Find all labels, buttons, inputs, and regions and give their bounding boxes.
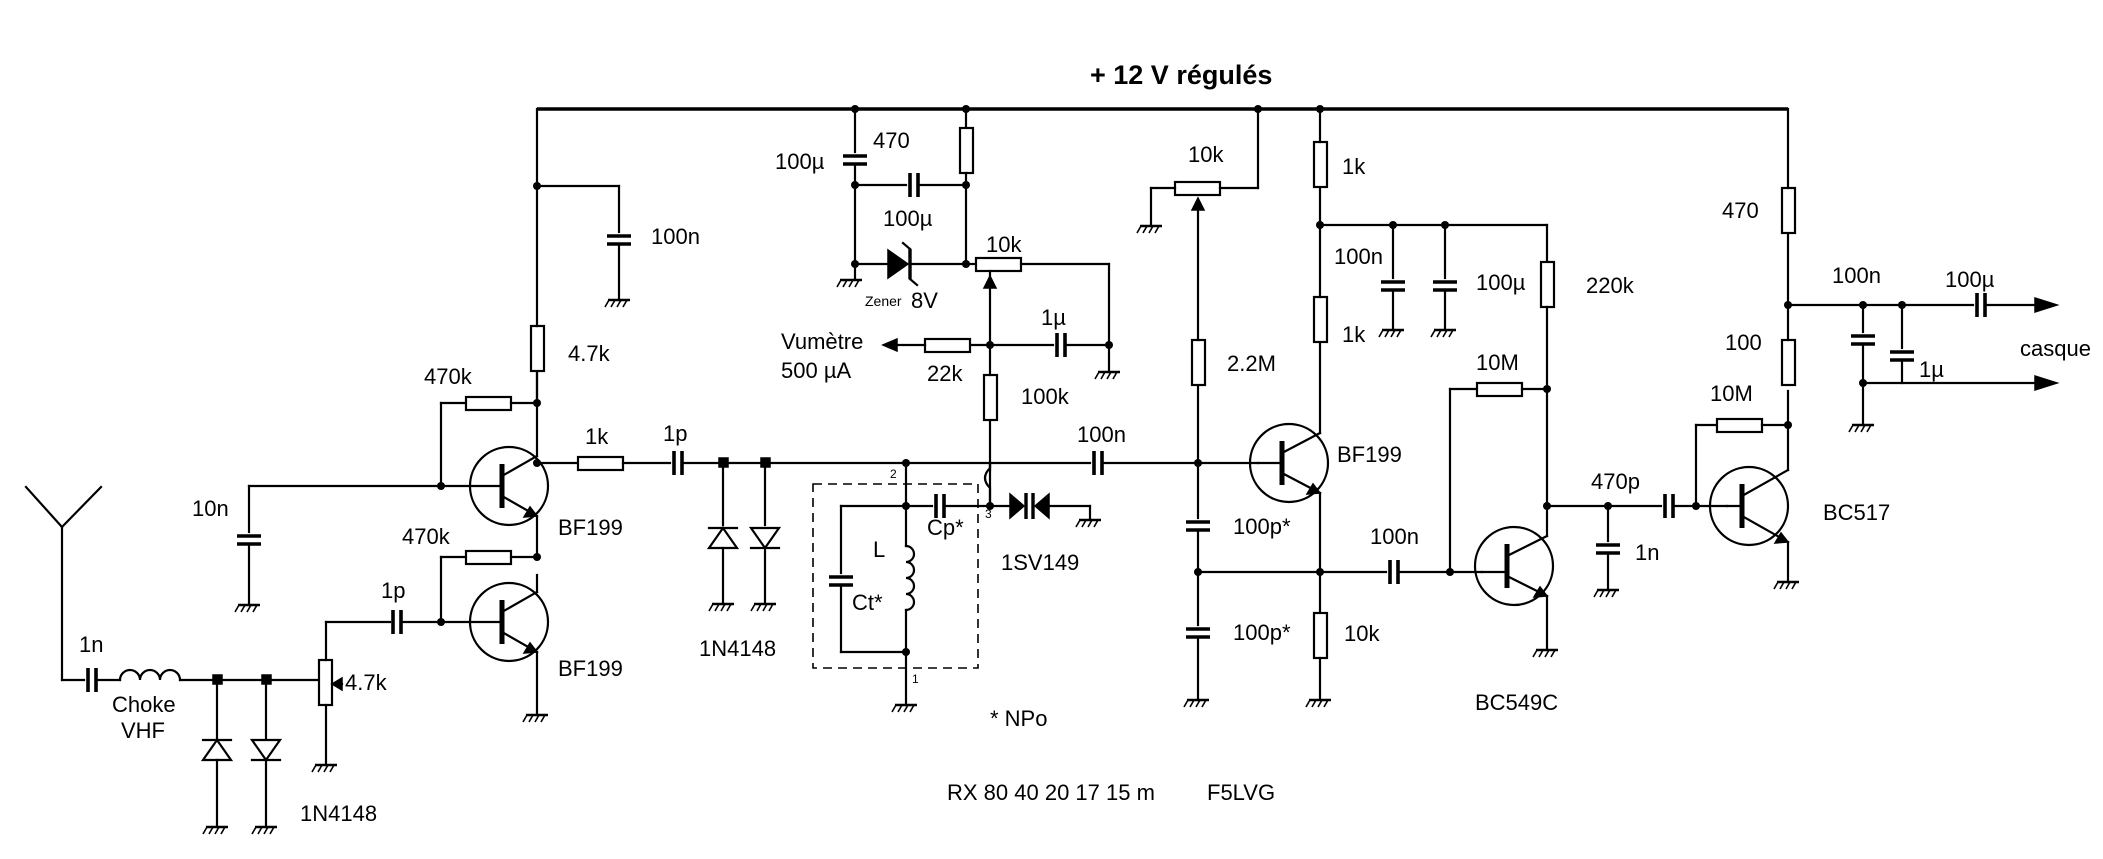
transistor-q4-bc549c [1388,381,1729,659]
label-c-1u-a: 1µ [1041,305,1066,330]
label-pin-1: 1 [912,672,919,686]
label-note-npo: * NPo [990,706,1047,731]
label-c-1p-b: 1p [381,578,405,603]
label-choke-line2: VHF [121,718,165,743]
rf-coupling-and-detector-diodes [535,451,992,613]
label-out-casque: casque [2020,336,2091,361]
label-c-100n-c: 100n [1334,244,1383,269]
label-d-1n4148-a: 1N4148 [300,801,377,826]
label-c-10n: 10n [192,496,229,521]
label-r-100k: 100k [1021,384,1070,409]
label-c-100n-a: 100n [651,224,700,249]
label-r-470k-a: 470k [424,364,473,389]
schematic-labels: + 12 V régulés 100µ 470 100µ Zener 8V 10… [79,60,2091,826]
antenna-input-stage [24,485,472,836]
label-varicap: 1SV149 [1001,550,1079,575]
label-meter-line2: 500 µA [781,358,851,383]
label-meter-line1: Vumètre [781,329,863,354]
label-r-1k-a: 1k [585,424,609,449]
label-r-10m-b: 10M [1710,381,1753,406]
label-cap-ct: Ct* [852,590,883,615]
label-c-100u-c: 100µ [1476,270,1526,295]
label-r-10m-a: 10M [1476,350,1519,375]
label-c-1n-b: 1n [1635,540,1659,565]
label-c-100n-d: 100n [1370,524,1419,549]
label-r-1k-c: 1k [1342,322,1366,347]
label-c-100p-a: 100p* [1233,514,1291,539]
label-zener-word: Zener [865,293,902,309]
label-pot-10k-b: 10k [1188,142,1224,167]
antenna-icon [24,485,103,682]
label-r-220k: 220k [1586,273,1635,298]
label-cap-cp: Cp* [927,515,964,540]
caption-bands: RX 80 40 20 17 15 m [947,780,1155,805]
transistor-q3-bf199 [988,107,1556,709]
label-r-2m2: 2.2M [1227,351,1276,376]
label-c-100n-b: 100n [1077,422,1126,447]
label-t-bc549c: BC549C [1475,690,1558,715]
label-pot-4k7: 4.7k [345,670,388,695]
label-c-100u-b: 100µ [883,206,933,231]
transistor-q5-bc517 [1694,107,2060,591]
label-pin-2: 2 [890,467,897,481]
label-r-4k7-a: 4.7k [568,341,611,366]
label-c-1u-b: 1µ [1919,357,1944,382]
label-r-10k: 10k [1344,621,1380,646]
transistor-q1-bf199-upper [233,107,632,614]
label-r-100: 100 [1725,330,1762,355]
label-c-100u-d: 100µ [1945,267,1995,292]
label-c-470p: 470p [1591,469,1640,494]
label-pot-10k-a: 10k [986,232,1022,257]
label-c-100n-e: 100n [1832,263,1881,288]
label-t-bc517: BC517 [1823,500,1890,525]
transistor-q2-bf199-lower [439,549,550,724]
label-t-bf199-b: BF199 [558,656,623,681]
label-coil-l: L [873,537,885,562]
tuned-tank-circuit [812,459,992,714]
label-zener-value: 8V [911,288,938,313]
label-c-100u-a: 100µ [775,149,825,174]
label-r-1k-b: 1k [1342,154,1366,179]
label-r-22k: 22k [927,361,963,386]
supply-rail [537,105,1788,113]
supply-title: + 12 V régulés [1090,60,1272,90]
label-c-1n-a: 1n [79,632,103,657]
zener-regulator [835,107,975,289]
label-r-470k-b: 470k [402,524,451,549]
label-c-1p-a: 1p [663,421,687,446]
label-r-470-b: 470 [1722,198,1759,223]
varicap-tuning [881,256,1122,529]
label-d-1n4148-b: 1N4148 [699,636,776,661]
label-pin-3: 3 [985,507,992,521]
label-r-470-a: 470 [873,128,910,153]
label-t-bf199-a: BF199 [558,515,623,540]
caption-author: F5LVG [1207,780,1275,805]
label-c-100p-b: 100p* [1233,620,1291,645]
label-choke-line1: Choke [112,692,176,717]
label-t-bf199-c: BF199 [1337,442,1402,467]
